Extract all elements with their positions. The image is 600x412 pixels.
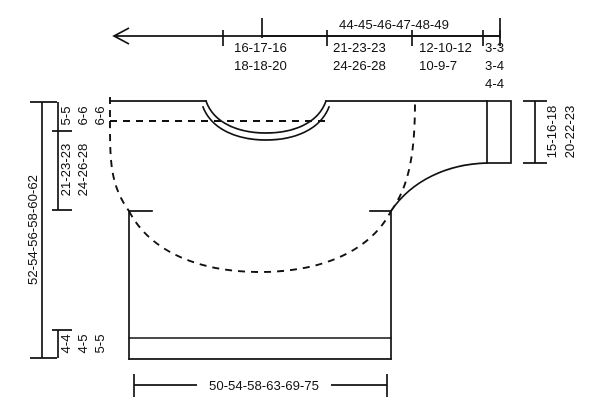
- segment-cuff-line2: 3-4: [485, 58, 504, 73]
- cuff-rectangle: [486, 100, 512, 164]
- armhole-dashed-curve-left-upper: [109, 120, 130, 212]
- left-total-label: 52-54-56-58-60-62: [25, 175, 40, 285]
- left-ruler-group: 52-54-56-58-60-62 5-5 6-6 6-6 21-23-23 2…: [25, 101, 107, 359]
- segment-shoulder-line2: 10-9-7: [419, 58, 457, 73]
- segment-upper-body-line1: 21-23-23: [333, 40, 386, 55]
- left-seg3-line3: 5-5: [92, 334, 107, 353]
- underarm-curve: [389, 162, 488, 213]
- left-seg3-line2: 4-5: [75, 334, 90, 353]
- left-seg1-line3: 6-6: [92, 106, 107, 125]
- right-seg-line1: 15-16-18: [544, 106, 559, 159]
- neckline-inner-arc: [201, 105, 331, 141]
- segment-cuff-line1: 3-3: [485, 40, 504, 55]
- neckline-outer-arc: [204, 99, 328, 134]
- segment-sleeve-length-line2: 18-18-20: [234, 58, 287, 73]
- bottom-ruler-group: 50-54-58-63-69-75: [133, 374, 388, 397]
- right-ruler-group: 15-16-18 20-22-23: [523, 100, 577, 164]
- left-seg1-line1: 5-5: [58, 106, 73, 125]
- top-overall-label: 44-45-46-47-48-49: [339, 17, 449, 32]
- left-seg3-line1: 4-4: [58, 334, 73, 353]
- armhole-dashed-curve-right-upper: [390, 100, 416, 212]
- left-seg2-line2: 24-26-28: [75, 144, 90, 197]
- top-ruler-group: 44-45-46-47-48-49 16-17-16 18-18-20 21-2…: [112, 17, 504, 91]
- bottom-ruler-label: 50-54-58-63-69-75: [209, 378, 319, 393]
- left-seg1-line2: 6-6: [75, 106, 90, 125]
- top-ruler-arrowhead-icon: [112, 27, 130, 45]
- segment-sleeve-length-line1: 16-17-16: [234, 40, 287, 55]
- segment-shoulder-line1: 12-10-12: [419, 40, 472, 55]
- right-seg-line2: 20-22-23: [562, 106, 577, 159]
- segment-upper-body-line2: 24-26-28: [333, 58, 386, 73]
- garment-outline-group: [109, 97, 512, 360]
- segment-cuff-line3: 4-4: [485, 76, 504, 91]
- armhole-dashed-curve-bottom: [128, 210, 392, 273]
- left-seg2-line1: 21-23-23: [58, 144, 73, 197]
